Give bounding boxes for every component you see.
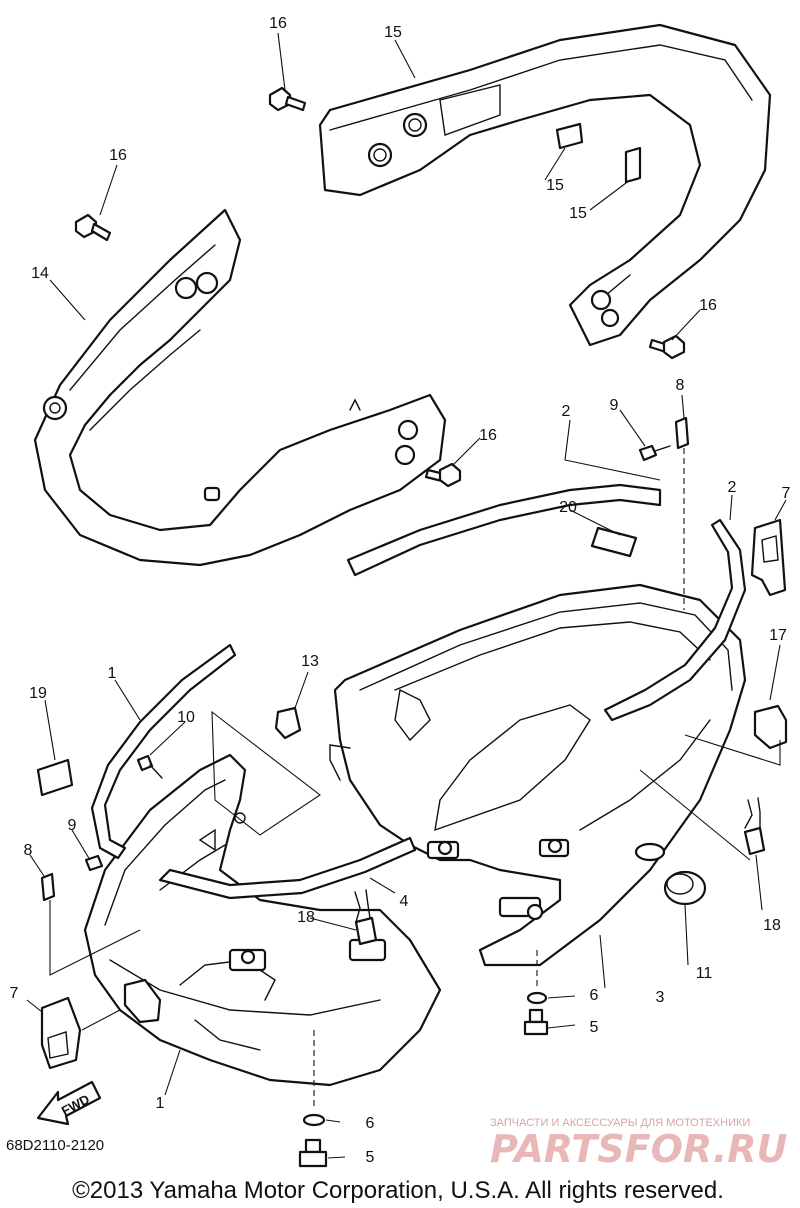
callout-19: 19: [29, 685, 47, 702]
clip-18-right: [743, 797, 766, 856]
callout-12: 13: [301, 653, 319, 670]
callout-5-bottom: 5: [366, 1149, 375, 1166]
seal-strip-2-upper: [346, 483, 662, 577]
watermark-tagline: ЗАПЧАСТИ И АКСЕССУАРЫ ДЛЯ МОТОТЕХНИКИ: [490, 1117, 750, 1129]
callout-16-a: 16: [269, 15, 287, 32]
callout-15-b: 15: [569, 205, 587, 222]
callout-3: 3: [656, 989, 665, 1006]
callout-6-bottom: 6: [366, 1115, 375, 1132]
bolt-5-bottom: [298, 1138, 328, 1168]
callout-8-bottom: 8: [24, 842, 33, 859]
label-15-a: [555, 122, 584, 150]
callout-10: 11: [696, 965, 713, 982]
connector-17: [753, 704, 788, 750]
diagram-code: 68D2110-2120: [6, 1137, 104, 1154]
callout-4: 4: [400, 893, 409, 910]
clip-7-top: [750, 518, 787, 597]
screw-11: [136, 754, 163, 779]
clip-7-bottom: [40, 996, 82, 1070]
callout-14: 15: [384, 24, 402, 41]
fwd-arrow: FWD: [36, 1080, 102, 1126]
callout-7-top: 7: [782, 485, 791, 502]
callout-7-bottom: 7: [10, 985, 19, 1002]
callout-6-right: 6: [590, 987, 599, 1004]
clip-8-top: [674, 416, 690, 450]
callout-2-top: 2: [562, 403, 571, 420]
label-20: [590, 526, 638, 558]
bottom-cowling-3: [329, 583, 747, 967]
bolt-16-left: [74, 213, 112, 242]
grommet-10: [663, 870, 707, 906]
callout-18-right: 18: [763, 917, 781, 934]
callout-16-c: 16: [699, 297, 717, 314]
clip-18-left: [354, 889, 378, 946]
callout-16-d: 16: [479, 427, 497, 444]
bracket-14: [318, 23, 772, 347]
clip-8-bottom: [40, 872, 56, 902]
fwd-label: FWD: [59, 1091, 92, 1118]
bolt-16-top: [268, 86, 307, 112]
callout-13: 14: [31, 265, 49, 282]
bolt-5-right: [523, 1008, 549, 1036]
callout-20: 20: [559, 499, 577, 516]
callout-2-right: 2: [728, 479, 737, 496]
callout-17: 17: [769, 627, 787, 644]
label-15-b: [624, 146, 642, 184]
clamp-12: [274, 706, 302, 740]
callout-18-left: 18: [297, 909, 315, 926]
bolt-16-mid: [424, 462, 462, 488]
callouts: 16 15 16 14 15 15 16 16 8 9 2 2 7 20 17 …: [10, 15, 791, 1166]
callout-1: 1: [156, 1095, 165, 1112]
callout-8-top: 8: [676, 377, 685, 394]
washer-6-right: [526, 991, 548, 1005]
seal-strip-2-left: [90, 643, 237, 860]
leader-lines: [26, 32, 787, 1159]
watermark: ЗАПЧАСТИ И АКСЕССУАРЫ ДЛЯ МОТОТЕХНИКИ PA…: [490, 1117, 788, 1171]
copyright-notice: ©2013 Yamaha Motor Corporation, U.S.A. A…: [72, 1177, 724, 1204]
callout-11: 10: [177, 709, 195, 726]
washer-6-bottom: [302, 1113, 326, 1127]
seal-strip-2-right: [603, 518, 747, 722]
callout-5-right: 5: [590, 1019, 599, 1036]
screw-9-top: [638, 444, 671, 462]
watermark-logo: PARTSFOR.RU: [490, 1127, 788, 1171]
bolt-16-right: [648, 334, 686, 360]
callout-15-a: 15: [546, 177, 564, 194]
label-19: [36, 758, 74, 797]
callout-9-bottom: 9: [68, 817, 77, 834]
strip-4: [158, 836, 417, 900]
callout-2-left: 1: [108, 665, 117, 682]
callout-16-b: 16: [109, 147, 127, 164]
bracket-13: [33, 208, 447, 567]
callout-9-top: 9: [610, 397, 619, 414]
